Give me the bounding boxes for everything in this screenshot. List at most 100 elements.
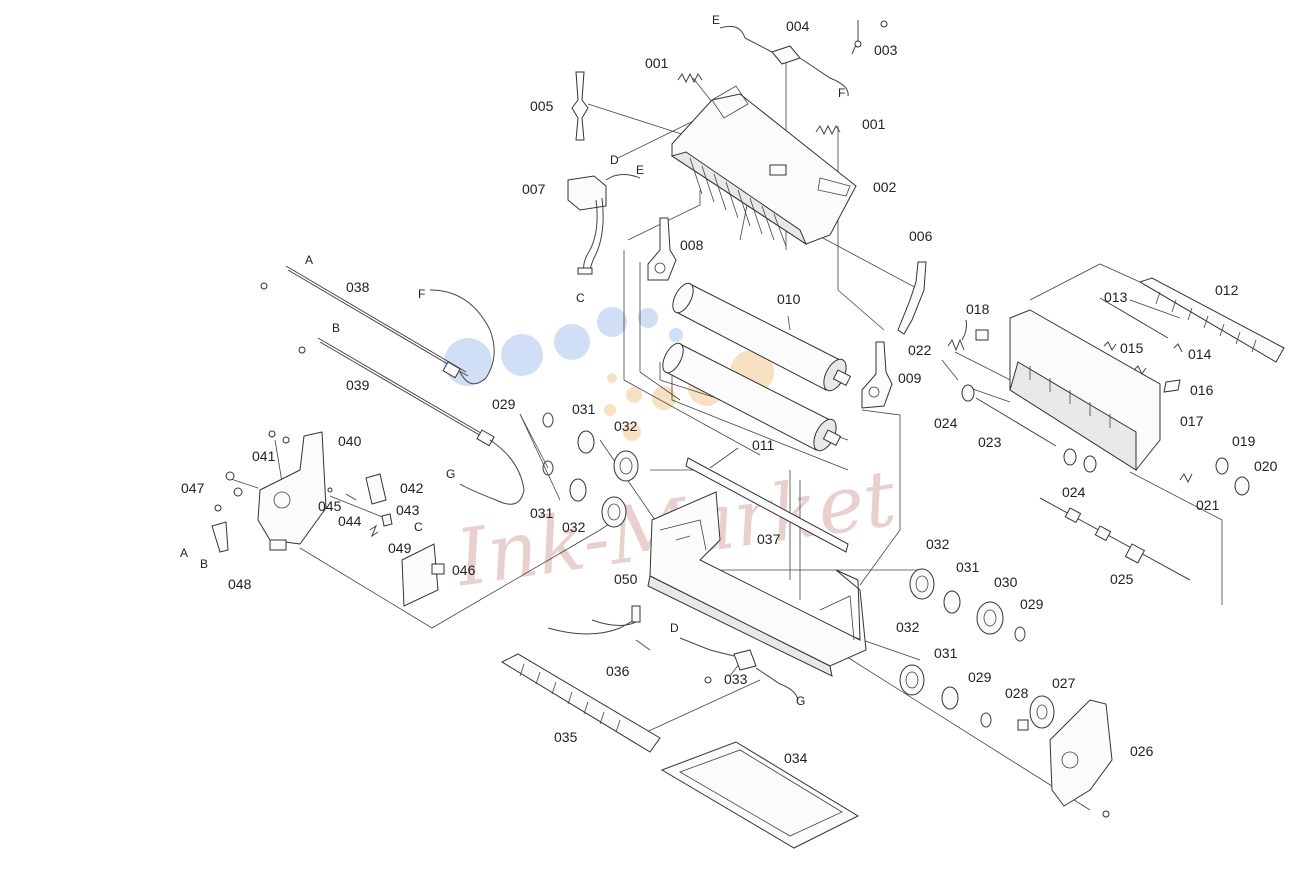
lever-005 [571, 71, 589, 141]
connector-g: G [446, 467, 455, 481]
connector-b: B [200, 557, 208, 571]
callout-014: 014 [1188, 346, 1212, 362]
callout-032: 032 [614, 418, 638, 434]
callout-032: 032 [926, 536, 950, 552]
callout-001: 001 [645, 55, 669, 71]
callout-032: 032 [896, 619, 920, 635]
callout-008: 008 [680, 237, 704, 253]
callout-017: 017 [1180, 413, 1204, 429]
frame-017 [1009, 309, 1161, 471]
chassis-050 [647, 491, 867, 677]
shaft-023 [975, 397, 1057, 447]
callout-031: 031 [956, 559, 980, 575]
parts-043-044-045-049 [327, 487, 393, 538]
callout-050: 050 [614, 571, 638, 587]
bracket-008 [647, 217, 677, 281]
callout-023: 023 [978, 434, 1002, 450]
shaft-038 [260, 265, 495, 385]
callout-042: 042 [400, 480, 424, 496]
callout-024: 024 [1062, 484, 1086, 500]
callout-001: 001 [862, 116, 886, 132]
spring-022 [947, 319, 967, 352]
callout-004: 004 [786, 18, 810, 34]
callout-028: 028 [1005, 685, 1029, 701]
callout-002: 002 [873, 179, 897, 195]
tray-034 [660, 741, 860, 849]
connector-c: C [576, 291, 585, 305]
callout-036: 036 [606, 663, 630, 679]
gear-027 [1029, 695, 1055, 729]
gears-024 [961, 384, 1097, 473]
bushing-018 [975, 329, 989, 341]
callout-034: 034 [784, 750, 808, 766]
callout-013: 013 [1104, 289, 1128, 305]
callout-011: 011 [752, 437, 775, 453]
callout-005: 005 [530, 98, 554, 114]
bearings-left [542, 412, 639, 528]
callout-029: 029 [492, 396, 516, 412]
callout-021: 021 [1196, 497, 1220, 513]
callout-009: 009 [898, 370, 922, 386]
callout-032: 032 [562, 519, 586, 535]
callout-047: 047 [181, 480, 205, 496]
cover-035 [500, 653, 661, 753]
connector-b: B [332, 321, 340, 335]
callout-029: 029 [1020, 596, 1044, 612]
spring-001-top [677, 72, 703, 84]
connector-f: F [838, 86, 845, 100]
clip-028 [1017, 719, 1029, 731]
parts-019-021-020 [1179, 457, 1250, 496]
callout-044: 044 [338, 513, 362, 529]
guide-012 [1138, 277, 1285, 363]
callout-039: 039 [346, 377, 370, 393]
bracket-009 [861, 341, 893, 409]
callout-038: 038 [346, 279, 370, 295]
roller-011 [662, 342, 842, 452]
callout-027: 027 [1052, 675, 1076, 691]
callout-041: 041 [252, 448, 276, 464]
tab-016 [1163, 379, 1181, 393]
callout-031: 031 [934, 645, 958, 661]
sensor-033 [679, 637, 799, 701]
connector-a: A [180, 546, 188, 560]
callout-031: 031 [530, 505, 554, 521]
callout-020: 020 [1254, 458, 1278, 474]
callout-019: 019 [1232, 433, 1256, 449]
callout-033: 033 [724, 671, 748, 687]
connector-a: A [305, 253, 313, 267]
callout-022: 022 [908, 342, 932, 358]
callout-007: 007 [522, 181, 546, 197]
callout-024: 024 [934, 415, 958, 431]
callout-037: 037 [757, 531, 781, 547]
connector-007 [567, 174, 641, 275]
solenoid-042 [365, 473, 387, 505]
bracket-006 [897, 261, 927, 335]
roller-010 [672, 282, 852, 392]
connector-c: C [414, 520, 423, 534]
callout-026: 026 [1130, 743, 1154, 759]
callout-016: 016 [1190, 382, 1214, 398]
connector-d: D [670, 621, 679, 635]
callout-043: 043 [396, 502, 420, 518]
callout-025: 025 [1110, 571, 1134, 587]
connector-f: F [418, 287, 425, 301]
callout-031: 031 [572, 401, 596, 417]
connector-letters: A A B B C C D D E E F F G G [180, 13, 845, 708]
harness-036 [547, 605, 641, 635]
connector-e: E [712, 13, 720, 27]
side-frame-040 [257, 431, 327, 551]
callout-003: 003 [874, 42, 898, 58]
callout-030: 030 [994, 574, 1018, 590]
callout-010: 010 [777, 291, 801, 307]
leader-lines [227, 58, 1223, 811]
rod-013 [1099, 297, 1169, 339]
top-frame-002 [670, 85, 857, 247]
connector-d: D [610, 153, 619, 167]
shaft-039 [298, 337, 525, 505]
shaft-025 [1039, 497, 1191, 581]
side-plate-026 [1049, 699, 1113, 818]
screws-041-047 [214, 430, 290, 512]
callout-labels: 001 001 002 003 004 005 006 007 008 009 … [181, 18, 1278, 766]
callout-049: 049 [388, 540, 412, 556]
